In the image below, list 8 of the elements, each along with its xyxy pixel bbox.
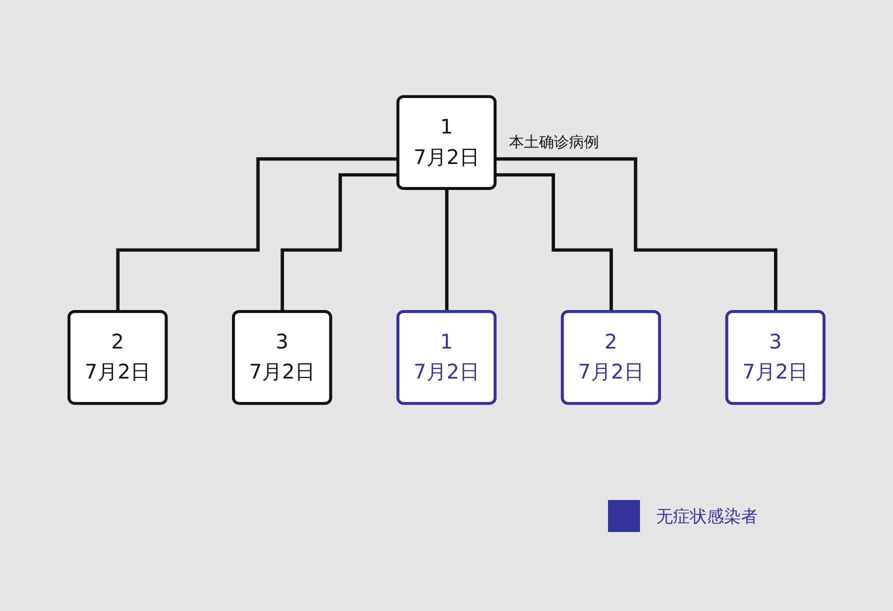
legend-label: 无症状感染者 [656, 506, 758, 528]
person-node: 2 7月2日 [560, 310, 661, 405]
node-caption: 本土确诊病例 [509, 132, 600, 152]
person-node: 3 7月2日 [725, 310, 826, 405]
person-node: 2 7月2日 [68, 310, 168, 405]
person-node: 3 7月2日 [232, 310, 332, 405]
person-node: 1 7月2日 [396, 95, 497, 190]
person-node: 1 7月2日 [396, 310, 497, 405]
